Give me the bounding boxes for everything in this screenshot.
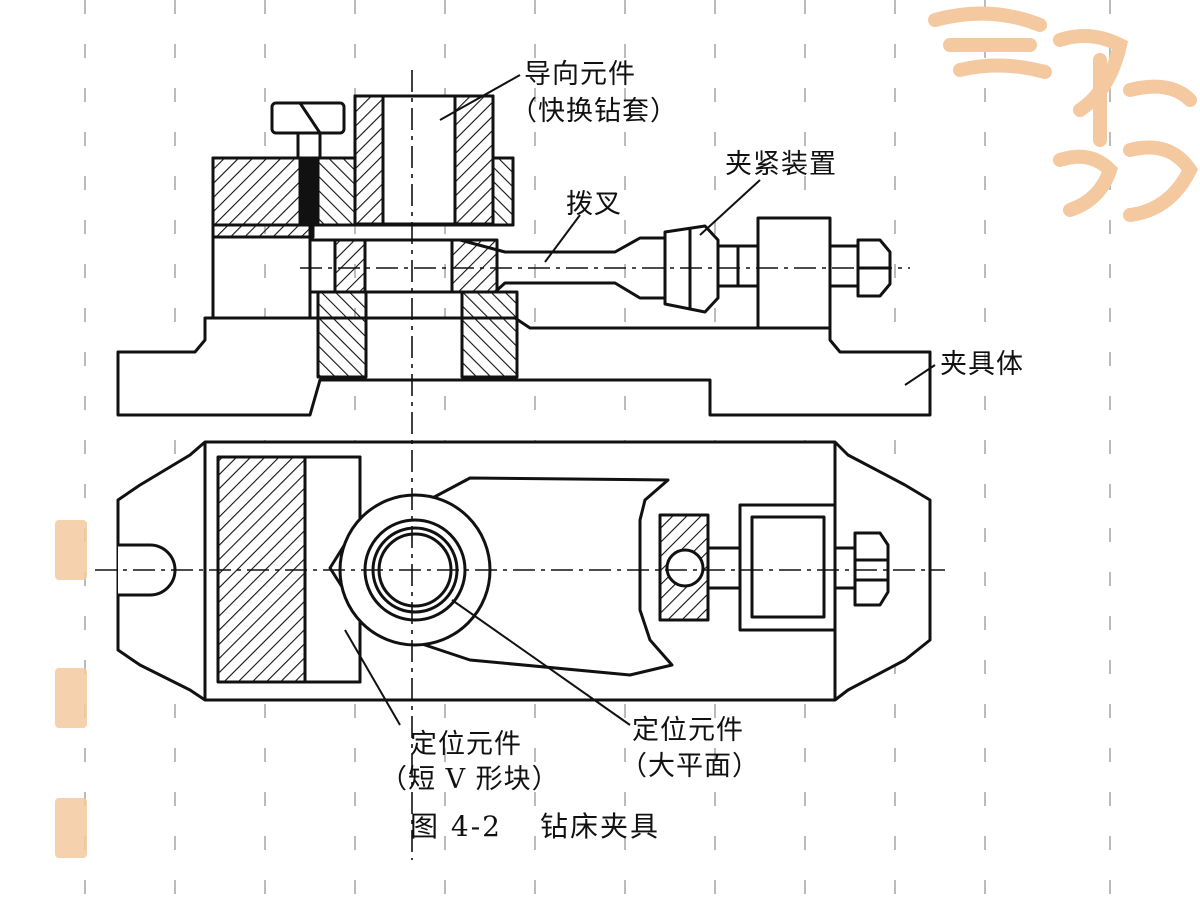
leader-lines bbox=[344, 74, 936, 726]
label-fork: 拨叉 bbox=[566, 189, 622, 220]
label-guide-element: 导向元件 bbox=[524, 59, 636, 90]
label-locating-v-block: 定位元件 bbox=[410, 729, 522, 760]
label-fixture-body: 夹具体 bbox=[940, 349, 1024, 380]
v-block bbox=[305, 455, 362, 684]
label-locating-plane: 定位元件 bbox=[632, 715, 744, 746]
label-guide-element-note: （快换钻套） bbox=[510, 96, 678, 127]
label-clamping-device: 夹紧装置 bbox=[725, 149, 837, 180]
decor-calligraphy bbox=[928, 6, 1199, 222]
label-locating-plane-note: （大平面） bbox=[620, 751, 760, 782]
fixture-body bbox=[116, 316, 932, 417]
clamp-block bbox=[756, 216, 832, 330]
center-lines bbox=[95, 70, 945, 860]
figure-number: 图 4-2 bbox=[410, 810, 502, 843]
clamp-hex-nut-plan bbox=[853, 531, 890, 607]
decor-seals bbox=[55, 520, 87, 858]
clamp-block-plan bbox=[738, 503, 837, 632]
label-locating-v-block-note: （短 V 形块） bbox=[380, 764, 560, 795]
retaining-screw bbox=[270, 101, 346, 135]
fixture-upright bbox=[211, 223, 312, 318]
figure-title: 钻床夹具 bbox=[540, 810, 661, 843]
